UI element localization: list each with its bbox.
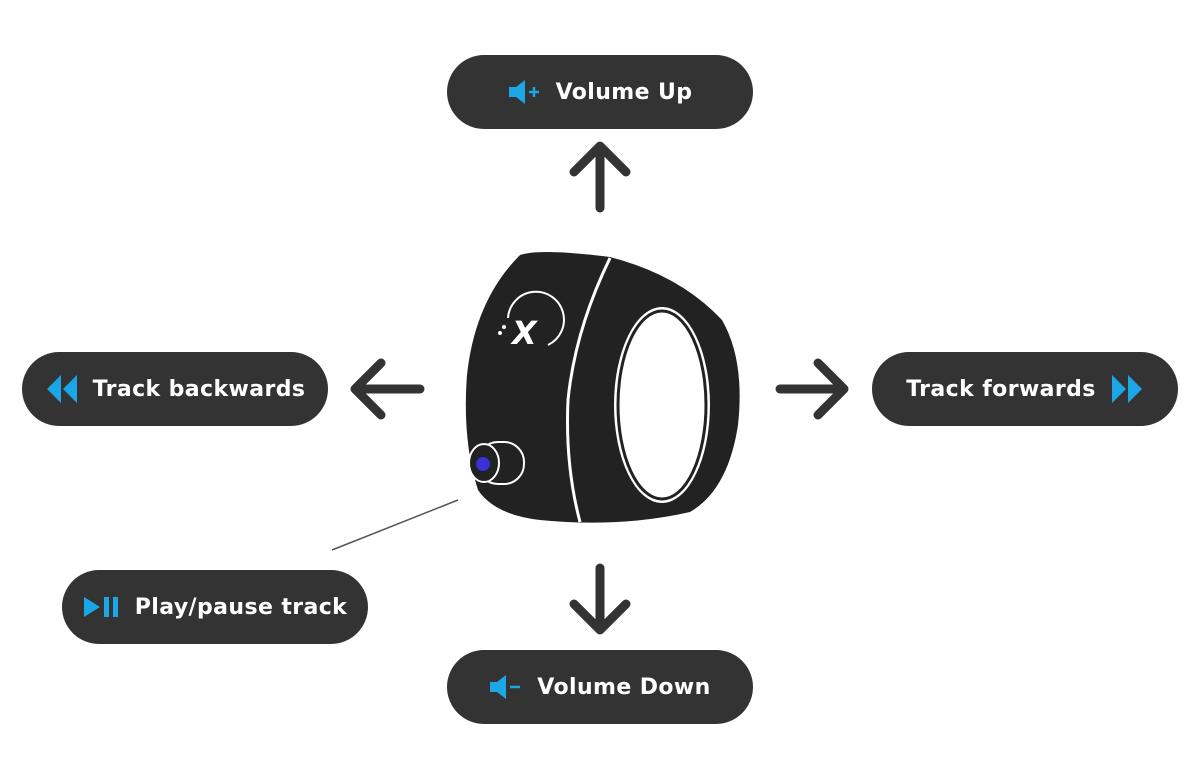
fast-forward-icon <box>1110 374 1144 404</box>
volume-up-icon <box>508 79 542 105</box>
volume-down-label: Volume Down <box>537 674 711 700</box>
volume-down-icon <box>489 674 523 700</box>
leader-line <box>331 499 459 551</box>
volume-down-pill: Volume Down <box>447 650 753 724</box>
device-logo: X <box>510 314 538 352</box>
rewind-icon <box>45 374 79 404</box>
play-pause-pill: Play/pause track <box>62 570 368 644</box>
arrow-down <box>569 563 631 635</box>
track-forwards-label: Track forwards <box>906 376 1096 402</box>
volume-up-pill: Volume Up <box>447 55 753 129</box>
volume-up-label: Volume Up <box>555 79 693 105</box>
track-backwards-label: Track backwards <box>92 376 306 402</box>
arrow-left <box>350 358 425 420</box>
play-pause-button-device <box>468 441 525 485</box>
ring-device: X <box>465 251 740 523</box>
track-backwards-pill: Track backwards <box>22 352 328 426</box>
arrow-up <box>569 141 631 213</box>
play-pause-label: Play/pause track <box>134 594 348 620</box>
arrow-right <box>775 358 849 420</box>
play-pause-icon <box>83 595 121 619</box>
track-forwards-pill: Track forwards <box>872 352 1178 426</box>
